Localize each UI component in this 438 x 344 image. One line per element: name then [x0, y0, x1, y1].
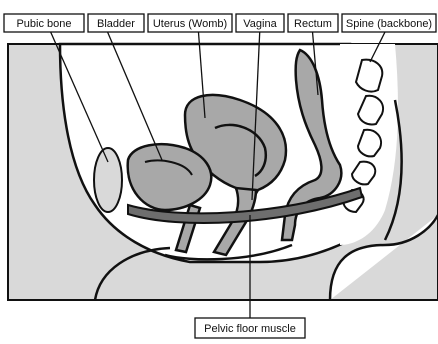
bladder-shape	[128, 144, 212, 210]
label-spine: Spine (backbone)	[342, 14, 436, 32]
label-bladder-text: Bladder	[97, 18, 135, 30]
label-vagina-text: Vagina	[243, 18, 277, 30]
label-rectum-text: Rectum	[294, 18, 332, 30]
label-uterus: Uterus (Womb)	[148, 14, 232, 32]
label-spine-text: Spine (backbone)	[346, 18, 432, 30]
label-vagina: Vagina	[236, 14, 284, 32]
vertebra	[356, 60, 382, 92]
label-rectum: Rectum	[288, 14, 338, 32]
label-pubic-bone: Pubic bone	[4, 14, 84, 32]
label-pelvic-floor-muscle: Pelvic floor muscle	[195, 318, 305, 338]
label-uterus-text: Uterus (Womb)	[153, 18, 227, 30]
pubic-bone-shape	[94, 148, 122, 212]
label-pubic-bone-text: Pubic bone	[16, 18, 71, 30]
label-pelvic-floor-muscle-text: Pelvic floor muscle	[204, 323, 296, 335]
label-bladder: Bladder	[88, 14, 144, 32]
